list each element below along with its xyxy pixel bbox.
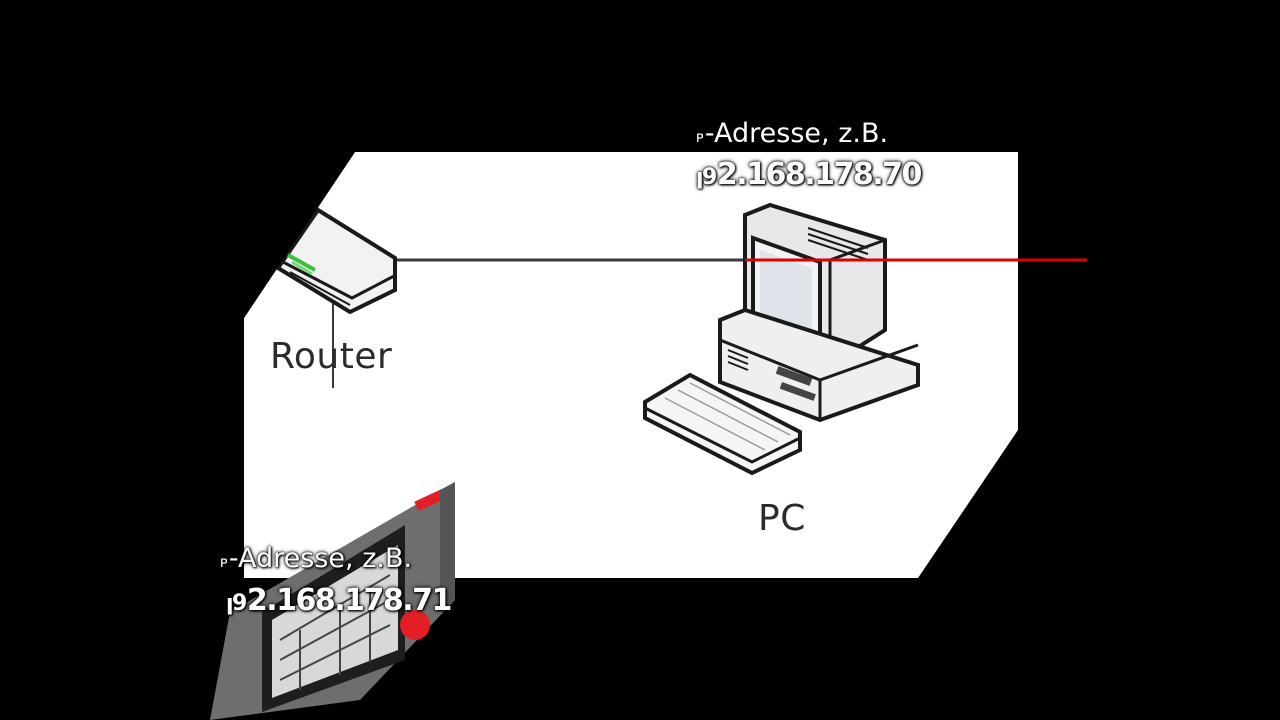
controller-ip-address: ꞁ92.168.178.71 <box>226 583 453 618</box>
router-label: Router <box>270 336 393 377</box>
controller-ip-caption: ᴘ-Adresse, z.B. <box>220 543 412 574</box>
controller-device-icon <box>210 482 455 720</box>
controller-ip-address-prefix: ꞁ9 <box>226 591 247 616</box>
pc-ip-prefix: ᴘ <box>696 127 704 146</box>
pc-label: PC <box>758 498 806 539</box>
pc-ip-address-prefix: ꞁ9 <box>696 165 717 190</box>
pc-ip-caption: ᴘ-Adresse, z.B. <box>696 118 888 149</box>
controller-ip-caption-text: -Adresse, z.B. <box>228 543 413 574</box>
controller-ip-address-text: 2.168.178.71 <box>246 583 453 618</box>
keyboard-icon <box>643 372 802 476</box>
pc-ip-caption-text: -Adresse, z.B. <box>704 118 889 149</box>
controller-ip-prefix: ᴘ <box>220 552 228 571</box>
pc-icon <box>718 202 920 423</box>
pc-ip-address: ꞁ92.168.178.70 <box>696 157 923 192</box>
router-icon <box>0 0 397 720</box>
pc-ip-address-text: 2.168.178.70 <box>716 157 923 192</box>
